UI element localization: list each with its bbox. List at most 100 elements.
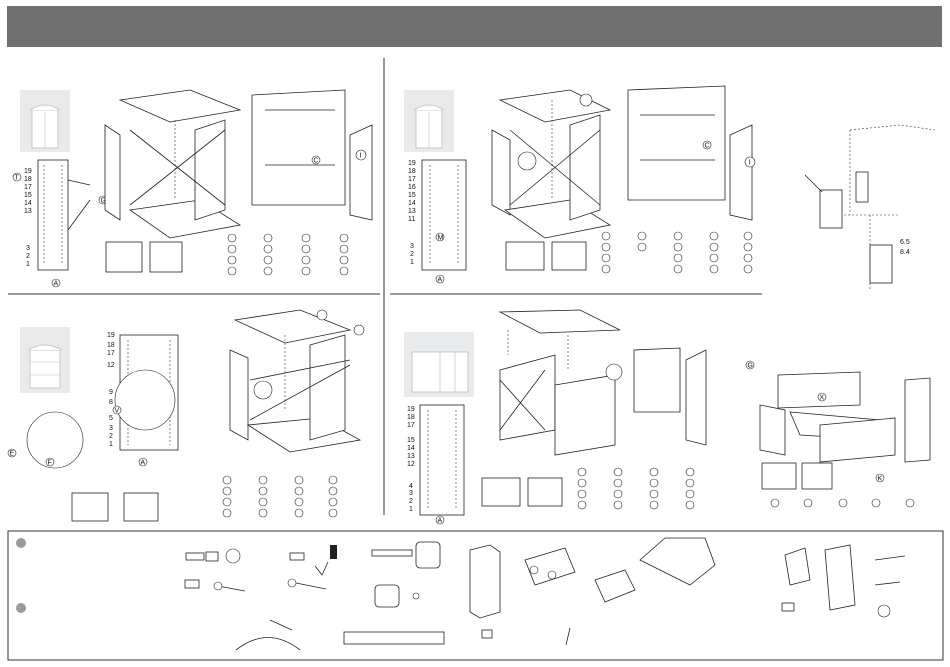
- svg-text:2: 2: [409, 498, 413, 505]
- side-panel-tr: [422, 160, 466, 270]
- detail-box-1-br: [482, 478, 520, 506]
- parts-row-drawer: [771, 499, 914, 507]
- svg-text:11: 11: [408, 216, 415, 223]
- svg-text:K: K: [878, 476, 883, 483]
- svg-text:13: 13: [24, 208, 32, 215]
- svg-text:3: 3: [410, 243, 414, 250]
- product-cabinet-tl: [30, 105, 60, 148]
- svg-text:3: 3: [26, 245, 30, 252]
- svg-text:2: 2: [410, 251, 414, 258]
- svg-text:6.5: 6.5: [900, 239, 910, 246]
- callout-F-bl: F: [46, 458, 54, 467]
- side-panel-br: [420, 405, 464, 515]
- bracket-plate-icon: [470, 545, 500, 618]
- svg-text:I: I: [360, 153, 362, 160]
- svg-text:19: 19: [107, 332, 115, 339]
- section-top-right: 19 18 17 16 15 14 13 11 3 2 1 A M: [404, 86, 755, 284]
- callout-I-tl: I: [356, 150, 366, 160]
- section-top-left: 19 18 17 15 14 13 3 2 1 T A G: [13, 90, 372, 288]
- detail-box-drawer-1: [762, 463, 796, 489]
- svg-text:3: 3: [409, 490, 413, 497]
- svg-text:13: 13: [407, 453, 415, 460]
- side-panel-tl: [38, 160, 90, 270]
- callout-K-tr: M: [436, 233, 444, 242]
- callout-V-br: X: [818, 393, 826, 402]
- parts-grid-tr: [602, 232, 752, 273]
- detail-box-2-tl: [150, 242, 182, 272]
- carcass-exploded-tl: [105, 90, 240, 238]
- callout-A-br: A: [436, 516, 444, 525]
- carcass-exploded-bl: [230, 310, 364, 452]
- svg-text:8.4: 8.4: [900, 249, 910, 256]
- callout-E-bl: E: [8, 449, 16, 458]
- svg-text:1: 1: [410, 259, 414, 266]
- callout-X-br: K: [876, 474, 884, 483]
- svg-text:14: 14: [407, 445, 415, 452]
- svg-text:15: 15: [24, 192, 32, 199]
- side-labels-tl: 19 18 17 15 14 13 3 2 1: [24, 168, 32, 268]
- svg-text:X: X: [820, 395, 825, 402]
- product-cabinet-bl: [28, 345, 62, 388]
- bracket-detail: 6.5 8.4: [805, 125, 935, 290]
- svg-text:1: 1: [109, 441, 113, 448]
- svg-text:A: A: [54, 281, 59, 288]
- side-panel-bl: [115, 335, 178, 450]
- detail-box-2-br: [528, 478, 562, 506]
- svg-text:A: A: [438, 518, 443, 525]
- legend-bullet-1: [16, 538, 26, 548]
- detail-box-2-bl: [124, 493, 158, 521]
- detail-magnifier-bl: [27, 412, 83, 468]
- svg-text:2: 2: [109, 433, 113, 440]
- svg-text:16: 16: [408, 184, 416, 191]
- svg-text:17: 17: [407, 422, 415, 429]
- svg-text:4: 4: [409, 483, 413, 490]
- callout-A-tl: A: [52, 279, 60, 288]
- callout-A-tr: A: [436, 275, 444, 284]
- side-labels-tr: 19 18 17 16 15 14 13 11 3 2 1: [408, 160, 416, 266]
- rail-strip-icon: [344, 632, 444, 644]
- svg-text:12: 12: [407, 461, 415, 468]
- hardware-legend: [8, 531, 943, 660]
- svg-text:19: 19: [407, 406, 415, 413]
- svg-text:19: 19: [408, 160, 416, 167]
- svg-text:12: 12: [107, 362, 115, 369]
- product-cabinet-tr: [414, 105, 444, 148]
- svg-text:17: 17: [107, 350, 115, 357]
- drawer-exploded: [760, 372, 930, 462]
- svg-text:G: G: [748, 363, 753, 370]
- svg-text:V: V: [115, 408, 120, 415]
- callout-A-bl: A: [139, 458, 147, 467]
- detail-box-1-tl: [106, 242, 142, 272]
- svg-text:C: C: [314, 158, 319, 165]
- detail-box-2-tr: [552, 242, 586, 270]
- parts-grid-br: [578, 468, 694, 509]
- parts-grid-tl: [228, 234, 348, 275]
- cabinet-assembled-tl: [252, 90, 372, 220]
- callout-C-tr: C: [703, 141, 711, 150]
- carcass-exploded-br: [500, 310, 622, 455]
- svg-text:1: 1: [26, 261, 30, 268]
- callout-C-tl: C: [312, 156, 320, 165]
- detail-box-1-bl: [72, 493, 108, 521]
- svg-text:I: I: [749, 160, 751, 167]
- svg-text:18: 18: [24, 176, 32, 183]
- callout-T-tl: T: [13, 173, 21, 182]
- svg-text:18: 18: [407, 414, 415, 421]
- side-labels-bl: 19 18 17 12 9 8 5 3 2 1: [107, 332, 115, 448]
- svg-text:T: T: [15, 175, 20, 182]
- section-bottom-left: E F 19 18 17 12 9 8 5 3 2 1 A V: [8, 310, 364, 521]
- svg-text:M: M: [438, 235, 444, 242]
- svg-text:A: A: [438, 277, 443, 284]
- svg-text:18: 18: [408, 168, 416, 175]
- detail-box-drawer-2: [802, 463, 832, 489]
- legend-bullet-2: [16, 603, 26, 613]
- cabinet-assembled-br: [634, 348, 706, 445]
- svg-text:A: A: [141, 460, 146, 467]
- svg-text:9: 9: [109, 389, 113, 396]
- parts-grid-bl: [223, 476, 337, 517]
- svg-text:8: 8: [109, 399, 113, 406]
- svg-text:17: 17: [408, 176, 416, 183]
- svg-text:17: 17: [24, 184, 32, 191]
- callout-M-bl: V: [113, 406, 121, 415]
